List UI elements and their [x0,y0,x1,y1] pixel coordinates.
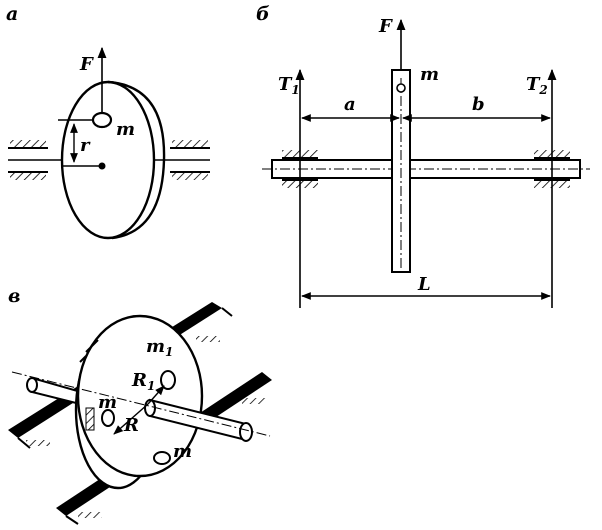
mass-bottom-label: m [173,441,192,462]
force-label-a: F [79,54,94,75]
panel-c-label: в [8,285,20,307]
rotor-c [74,314,204,490]
mass-label-b: m [420,64,439,85]
radius-arrow [113,403,149,435]
mass-hole-b [396,83,406,93]
length-label: L [417,274,431,295]
panel-a-label: а [6,3,18,25]
disk-a [60,80,166,240]
reaction-left-label: T1 [278,74,300,97]
reaction-right-label: T2 [526,74,548,97]
dist-b-label: b [472,94,485,115]
dist-a-label: a [344,94,356,115]
panel-b-label: б [256,3,270,25]
radius-1-arrow [147,385,165,405]
mass-hole-m-left [101,409,115,427]
bearing-right-a [170,140,210,180]
mass-left-label: m [98,392,117,413]
mass-label-a: m [116,119,135,140]
mass-1-label: m1 [146,336,173,359]
radius-label-c: R [123,415,139,436]
radius-1-label: R1 [131,370,155,393]
panel-c: в [8,285,272,525]
force-label-b: F [378,16,393,37]
panel-a: а r F [6,3,210,240]
mass-hole-a [91,111,113,129]
panel-b: б F m T1 T2 a [256,3,590,308]
bearing-left-a [8,140,48,180]
mass-hole-m-bottom [153,451,171,465]
radius-label-a: r [80,135,91,156]
mass-hole-m1 [160,370,176,390]
